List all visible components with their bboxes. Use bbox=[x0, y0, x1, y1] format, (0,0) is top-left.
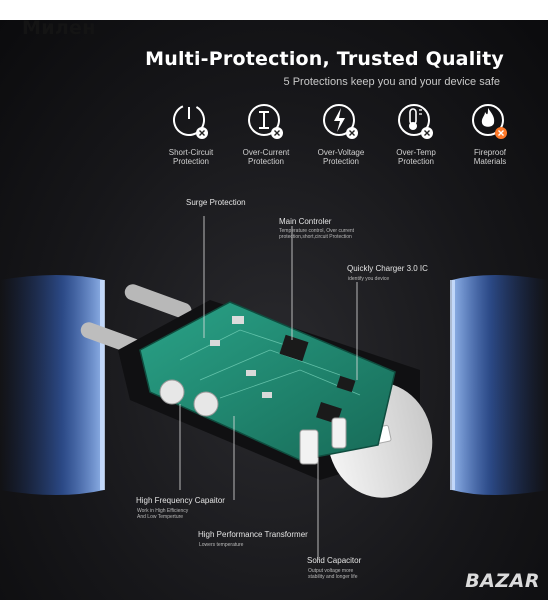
lightning-icon bbox=[323, 104, 358, 139]
bazar-watermark: BAZAR bbox=[465, 570, 540, 592]
callout-quick-charge: Quickly Charger 3.0 IC bbox=[347, 264, 428, 273]
thermometer-icon bbox=[398, 104, 433, 139]
protection-label: Over-Temp Protection bbox=[396, 148, 436, 166]
right-glow-panel bbox=[450, 275, 548, 495]
callout-quick-charge-desc: identify you device bbox=[348, 276, 390, 282]
callout-high-frequency-capacitor: High Frequency Capaitor bbox=[136, 496, 225, 505]
callout-solid-capacitor: Solid Capacitor bbox=[307, 556, 362, 565]
protection-over-current: Over-Current Protection bbox=[225, 100, 307, 166]
callout-solid-capacitor-desc: Output voltage more stability and longer… bbox=[308, 568, 358, 580]
callout-main-controller-desc: Temperature control, Over current protec… bbox=[279, 228, 355, 240]
protection-fireproof: Fireproof Materials bbox=[449, 100, 531, 166]
protection-label: Fireproof Materials bbox=[473, 148, 507, 166]
callout-high-frequency-capacitor-desc: Work in High Efficiency And Low Tempertu… bbox=[137, 508, 189, 520]
flame-icon bbox=[472, 104, 507, 139]
protection-short-circuit: Short-Circuit Protection bbox=[150, 100, 232, 166]
protection-over-voltage: Over-Voltage Protection bbox=[300, 100, 382, 166]
subheadline: 5 Protections keep you and your device s… bbox=[283, 76, 500, 88]
protection-label: Over-Voltage Protection bbox=[317, 148, 365, 166]
protection-label: Over-Current Protection bbox=[242, 148, 290, 166]
product-poster: Multi-Protection, Trusted Quality 5 Prot… bbox=[0, 20, 548, 600]
current-icon bbox=[248, 104, 283, 139]
callout-surge-protection: Surge Protection bbox=[186, 198, 246, 207]
headline: Multi-Protection, Trusted Quality bbox=[145, 48, 504, 70]
callout-transformer: High Performance Transformer bbox=[198, 530, 308, 539]
seller-name: Милен bbox=[22, 17, 96, 39]
top-bar bbox=[0, 0, 548, 20]
protection-over-temp: Over-Temp Protection bbox=[375, 100, 457, 166]
callout-transformer-desc: Lowers temperature bbox=[199, 542, 244, 548]
power-icon bbox=[173, 104, 208, 139]
charger-pcb-illustration bbox=[80, 216, 433, 560]
callout-main-controller: Main Controler bbox=[279, 217, 332, 226]
protection-label: Short-Circuit Protection bbox=[168, 148, 214, 166]
left-glow-panel bbox=[0, 275, 105, 495]
